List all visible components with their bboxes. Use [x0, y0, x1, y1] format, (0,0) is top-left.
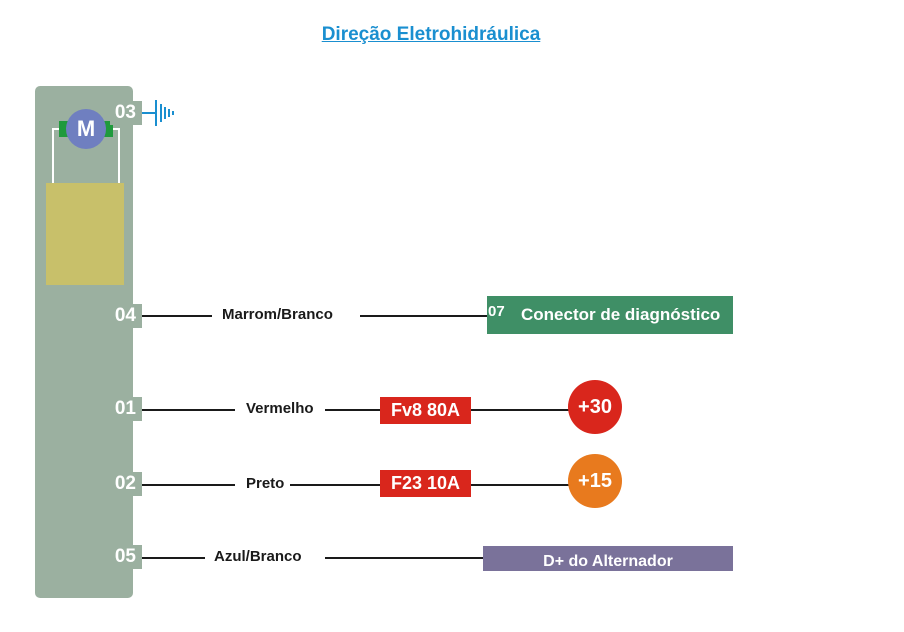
motor-wire-right: [118, 128, 120, 184]
pin-05: 05: [110, 545, 142, 569]
wire-01c: [471, 409, 569, 411]
motor-wire-left: [52, 128, 54, 184]
wire-01: [142, 409, 235, 411]
wire-02c: [471, 484, 569, 486]
wire-02b: [290, 484, 380, 486]
motor-wire-top-right: [108, 128, 120, 130]
pin-02: 02: [110, 472, 142, 496]
control-module: [35, 86, 133, 598]
hydraulic-unit: [46, 183, 124, 285]
wire-01b: [325, 409, 380, 411]
fuse-fv8: Fv8 80A: [380, 397, 471, 424]
terminal-plus15: +15: [568, 454, 622, 508]
pin-03: 03: [110, 101, 142, 125]
wire-05b: [325, 557, 483, 559]
wire-label-marrom-branco: Marrom/Branco: [222, 306, 333, 323]
diagnostic-label: Conector de diagnóstico: [521, 305, 721, 324]
wire-label-vermelho: Vermelho: [246, 400, 314, 417]
wire-04b: [360, 315, 487, 317]
wire-label-preto: Preto: [246, 475, 285, 492]
ground-icon: [142, 100, 174, 126]
pin-04: 04: [110, 304, 142, 328]
wire-02: [142, 484, 235, 486]
wire-label-azul-branco: Azul/Branco: [214, 548, 302, 565]
motor-wire-top-left: [52, 128, 64, 130]
page-title: Direção Eletrohidráulica: [321, 24, 541, 45]
wire-05: [142, 557, 205, 559]
fuse-f23: F23 10A: [380, 470, 471, 497]
diagnostic-connector: 07 Conector de diagnóstico: [487, 296, 733, 334]
alternator-d-plus: D+ do Alternador: [483, 546, 733, 571]
motor-icon: M: [66, 109, 106, 149]
terminal-plus30: +30: [568, 380, 622, 434]
pin-01: 01: [110, 397, 142, 421]
wire-04: [142, 315, 212, 317]
diagnostic-pin: 07: [488, 303, 505, 320]
